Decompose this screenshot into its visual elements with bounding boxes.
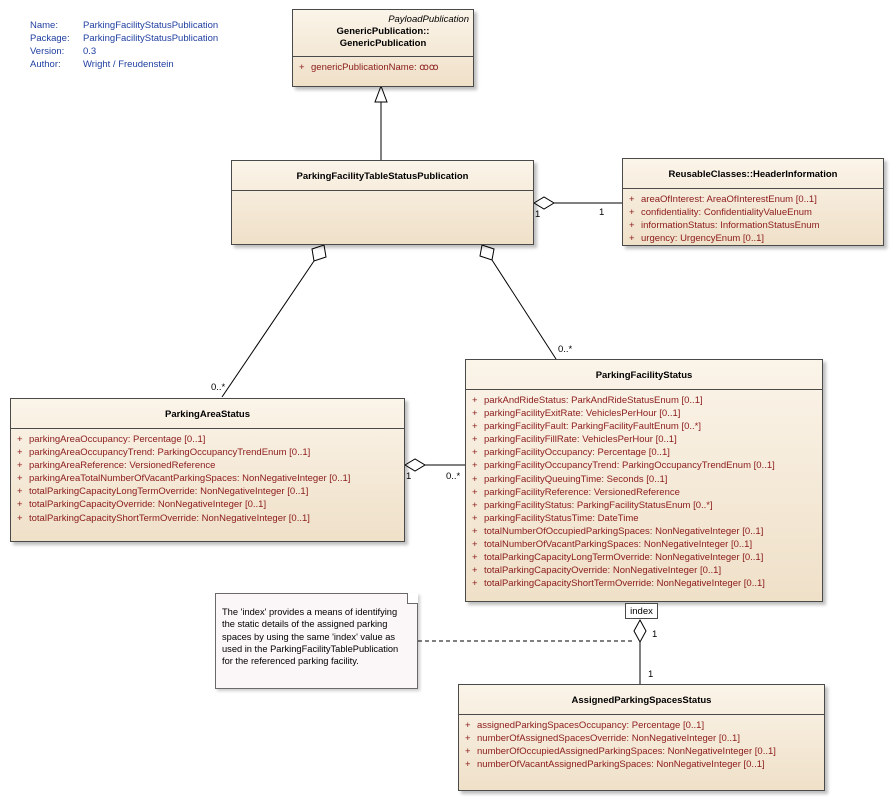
class-name: ParkingFacilityStatus (595, 370, 693, 381)
attribute: +totalNumberOfVacantParkingSpaces: NonNe… (472, 539, 753, 551)
index-qualifier[interactable]: index (625, 603, 658, 619)
attribute: +parkingFacilityFillRate: VehiclesPerHou… (472, 434, 677, 446)
meta-key: Name: (30, 20, 58, 31)
class-name: ReusableClasses::HeaderInformation (668, 169, 838, 180)
attribute: +numberOfAssignedSpacesOverride: NonNega… (465, 733, 740, 745)
attribute: +numberOfOccupiedAssignedParkingSpaces: … (465, 746, 776, 758)
multiplicity-label: 1 (599, 207, 605, 218)
class-parking-facility-status[interactable]: ParkingFacilityStatus +parkAndRideStatus… (465, 359, 823, 602)
facility-aggregation-diamond (479, 244, 495, 261)
generalization-arrowhead (374, 84, 388, 103)
attribute: +parkingFacilityStatus: ParkingFacilityS… (472, 499, 713, 511)
attribute-compartment: +parkingAreaOccupancy: Percentage [0..1]… (11, 428, 404, 527)
meta-value: ParkingFacilityStatusPublication (83, 33, 219, 44)
meta-value: ParkingFacilityStatusPublication (83, 20, 219, 31)
attribute: +totalParkingCapacityOverride: NonNegati… (472, 565, 722, 577)
attribute: +totalParkingCapacityShortTermOverride: … (472, 578, 765, 590)
multiplicity-label: 1 (648, 669, 654, 680)
meta-key: Package: (30, 33, 70, 44)
meta-key: Version: (30, 46, 65, 57)
class-assigned-parking-spaces-status[interactable]: AssignedParkingSpacesStatus +assignedPar… (458, 684, 825, 791)
area-facility-diamond (404, 458, 426, 472)
attribute: +informationStatus: InformationStatusEnu… (629, 220, 820, 232)
attribute-compartment: +genericPublicationName: ꝏꝏ (293, 56, 473, 76)
meta-value: 0.3 (83, 46, 97, 57)
meta-value: Wright / Freudenstein (83, 59, 174, 70)
attribute: +genericPublicationName: ꝏꝏ (299, 62, 439, 73)
attribute: +areaOfInterest: AreaOfInterestEnum [0..… (629, 194, 817, 205)
attribute: +parkingFacilityOccupancy: Percentage [0… (472, 447, 670, 459)
attribute-compartment: +areaOfInterest: AreaOfInterestEnum [0..… (623, 188, 883, 247)
area-association-line[interactable] (221, 260, 315, 398)
attribute: +totalParkingCapacityLongTermOverride: N… (472, 552, 764, 564)
multiplicity-label: 0..* (558, 344, 573, 355)
attribute: +parkingFacilityReference: VersionedRefe… (472, 486, 680, 498)
class-generic-publication[interactable]: PayloadPublication GenericPublication:: … (292, 9, 474, 87)
class-header: PayloadPublication GenericPublication:: … (293, 10, 473, 56)
index-note[interactable]: The 'index' provides a means of identify… (215, 593, 418, 689)
assigned-aggregation-diamond (633, 618, 647, 644)
attribute: +totalParkingCapacityLongTermOverride: N… (17, 486, 309, 498)
stereotype-label: PayloadPublication (388, 14, 469, 25)
attribute: +parkingFacilityStatusTime: DateTime (472, 512, 639, 524)
attribute: +totalParkingCapacityOverride: NonNegati… (17, 499, 267, 511)
attribute: +parkingFacilityOccupancyTrend: ParkingO… (472, 460, 775, 472)
attribute-compartment (232, 190, 533, 191)
multiplicity-label: 0..* (446, 471, 461, 482)
multiplicity-label: 1 (652, 629, 658, 640)
class-name: ParkingFacilityTableStatusPublication (296, 171, 469, 182)
attribute: +totalParkingCapacityShortTermOverride: … (17, 512, 310, 524)
diagram-metadata: Name: ParkingFacilityStatusPublication P… (30, 19, 218, 71)
attribute: +parkingFacilityQueuingTime: Seconds [0.… (472, 473, 668, 485)
class-name-line2: GenericPublication (339, 38, 427, 49)
class-name: AssignedParkingSpacesStatus (571, 695, 712, 706)
header-aggregation-diamond (533, 196, 555, 210)
note-text: The 'index' provides a means of identify… (222, 607, 399, 667)
class-parking-facility-table-status-publication[interactable]: ParkingFacilityTableStatusPublication (231, 160, 534, 245)
attribute: +parkAndRideStatus: ParkAndRideStatusEnu… (472, 395, 703, 406)
attribute: +parkingAreaOccupancy: Percentage [0..1] (17, 434, 206, 445)
multiplicity-label: 1 (535, 209, 541, 220)
multiplicity-label: 1 (406, 471, 412, 482)
attribute: +urgency: UrgencyEnum [0..1] (629, 233, 765, 245)
attribute: +parkingAreaReference: VersionedReferenc… (17, 460, 216, 472)
multiplicity-label: 0..* (211, 382, 226, 393)
attribute: +parkingFacilityFault: ParkingFacilityFa… (472, 421, 701, 433)
meta-name-row: Name: ParkingFacilityStatusPublication (30, 19, 218, 32)
class-name: ParkingAreaStatus (164, 409, 250, 420)
attribute: +numberOfVacantAssignedParkingSpaces: No… (465, 759, 765, 771)
class-parking-area-status[interactable]: ParkingAreaStatus +parkingAreaOccupancy:… (10, 398, 405, 542)
attribute: +parkingAreaTotalNumberOfVacantParkingSp… (17, 473, 351, 485)
area-aggregation-diamond (311, 244, 327, 262)
attribute: +totalNumberOfOccupiedParkingSpaces: Non… (472, 525, 764, 537)
class-name-line1: GenericPublication:: (336, 26, 430, 37)
attribute: +parkingFacilityExitRate: VehiclesPerHou… (472, 408, 681, 420)
attribute: +confidentiality: ConfidentialityValueEn… (629, 207, 812, 219)
class-header-information[interactable]: ReusableClasses::HeaderInformation +area… (622, 158, 884, 246)
attribute: +assignedParkingSpacesOccupancy: Percent… (465, 720, 705, 731)
attribute: +parkingAreaOccupancyTrend: ParkingOccup… (17, 447, 311, 459)
attribute-compartment: +parkAndRideStatus: ParkAndRideStatusEnu… (466, 389, 822, 592)
facility-association-line[interactable] (491, 259, 557, 360)
meta-key: Author: (30, 59, 61, 70)
attribute-compartment: +assignedParkingSpacesOccupancy: Percent… (459, 714, 824, 773)
meta-author-row: Author: Wright / Freudenstein (30, 58, 218, 71)
note-fold-corner (407, 593, 418, 604)
meta-package-row: Package: ParkingFacilityStatusPublicatio… (30, 32, 218, 45)
meta-version-row: Version: 0.3 (30, 45, 218, 58)
